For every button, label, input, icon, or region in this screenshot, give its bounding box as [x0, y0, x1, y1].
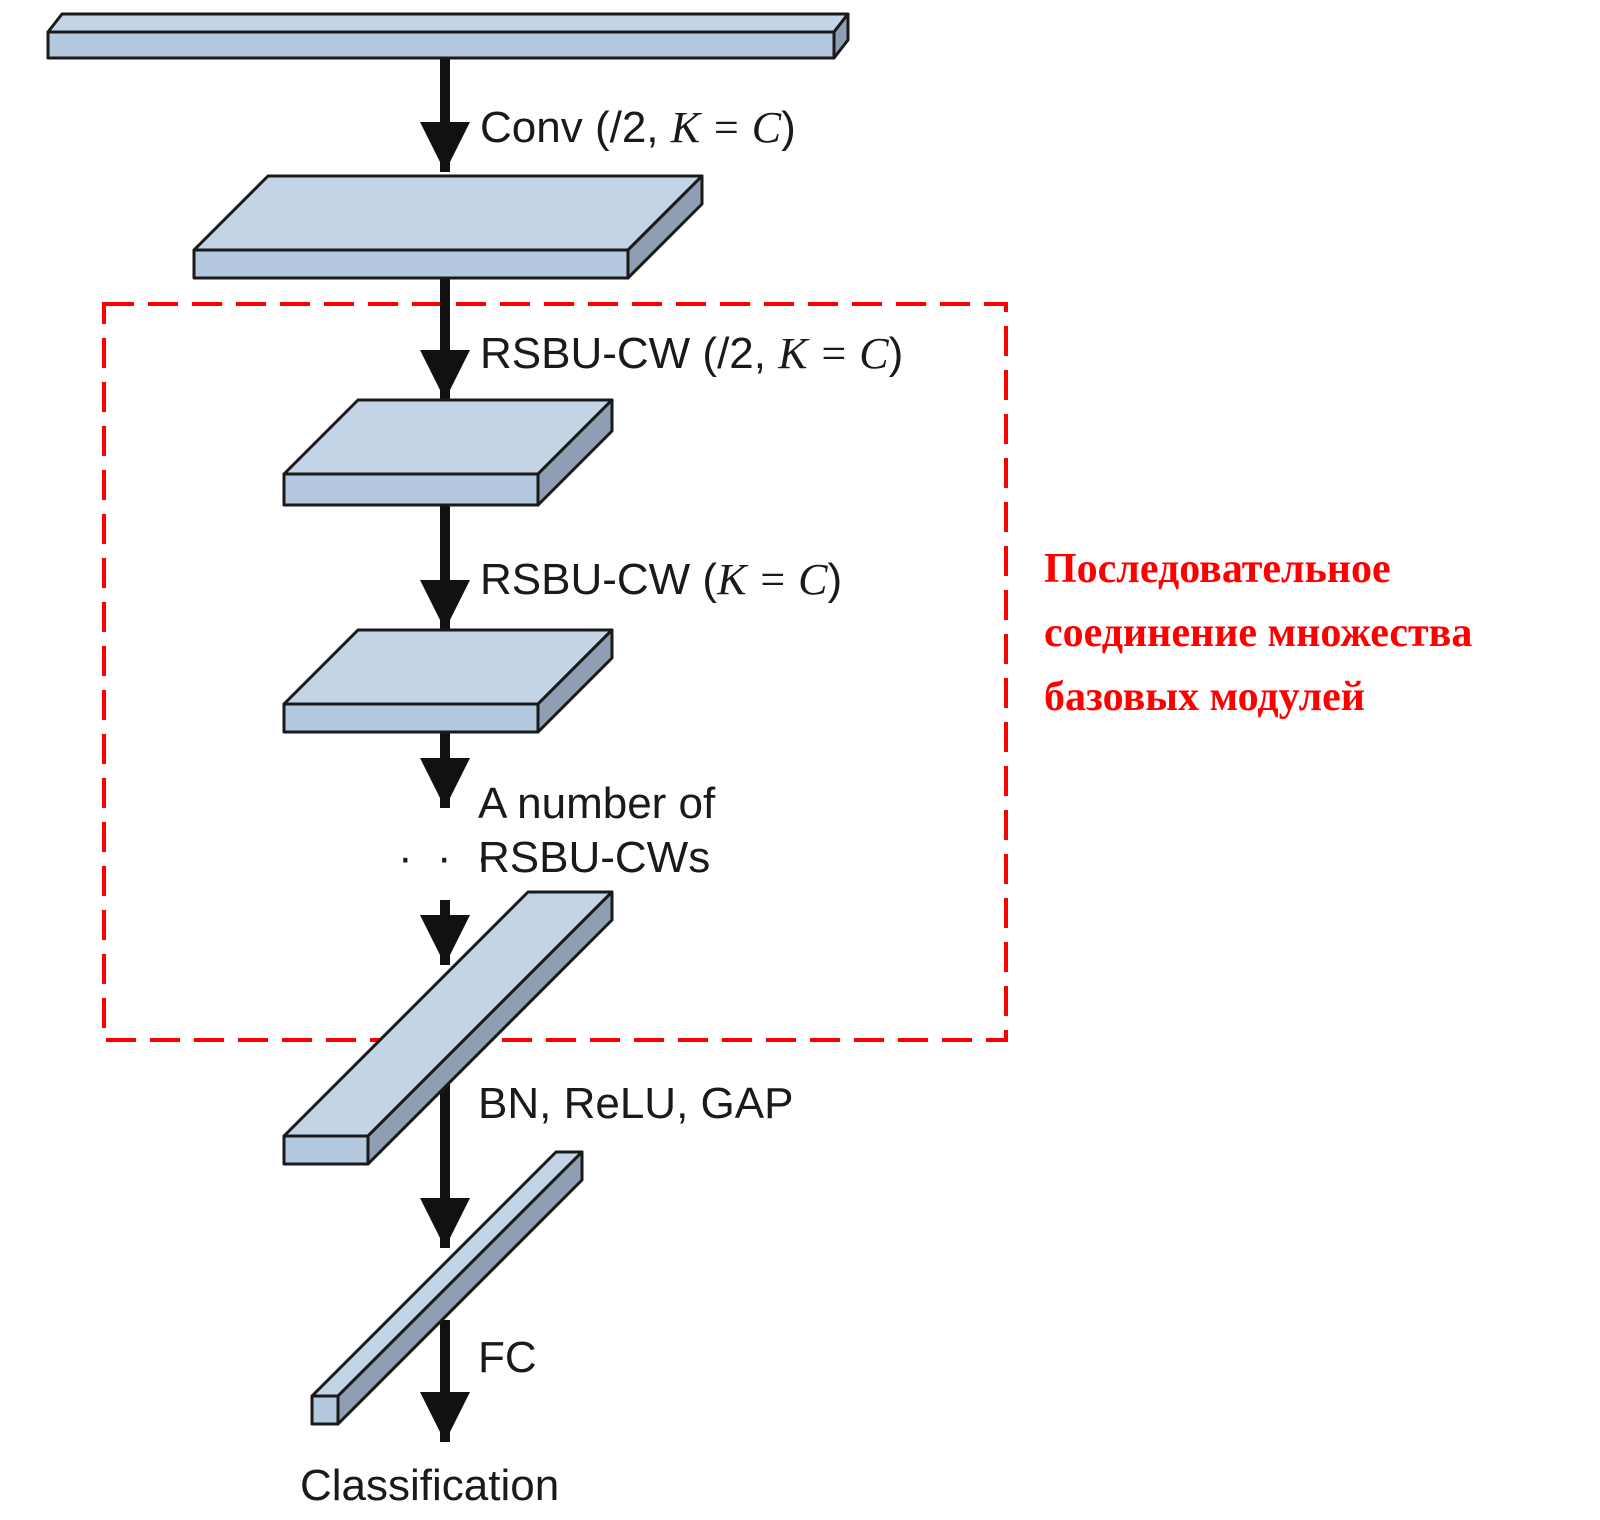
gap-vector-layer [310, 1150, 584, 1426]
conv-output-layer [192, 174, 704, 280]
highlight-box [102, 302, 1008, 1042]
label-bn-relu-gap: BN, ReLU, GAP [478, 1079, 793, 1128]
annotation-line2: соединение множества [1044, 610, 1472, 656]
annotation-line3: базовых модулей [1044, 674, 1365, 720]
annotation-line1: Последовательное [1044, 546, 1391, 592]
label-repeat-dots: · · · [398, 833, 496, 882]
label-rsbu: RSBU-CW (K = C) [480, 555, 842, 604]
label-repeat-line1: A number of [478, 779, 716, 828]
rsbu-output-layer [282, 628, 614, 734]
label-rsbu-down: RSBU-CW (/2, K = C) [480, 329, 903, 378]
label-repeat-line2: RSBU-CWs [478, 833, 710, 882]
last-rsbu-layer [282, 890, 614, 1166]
label-conv: Conv (/2, K = C) [480, 103, 796, 152]
input-layer [46, 12, 850, 60]
label-classification: Classification [300, 1461, 559, 1510]
label-fc: FC [478, 1333, 537, 1382]
rsbu-down-output-layer [282, 398, 614, 507]
